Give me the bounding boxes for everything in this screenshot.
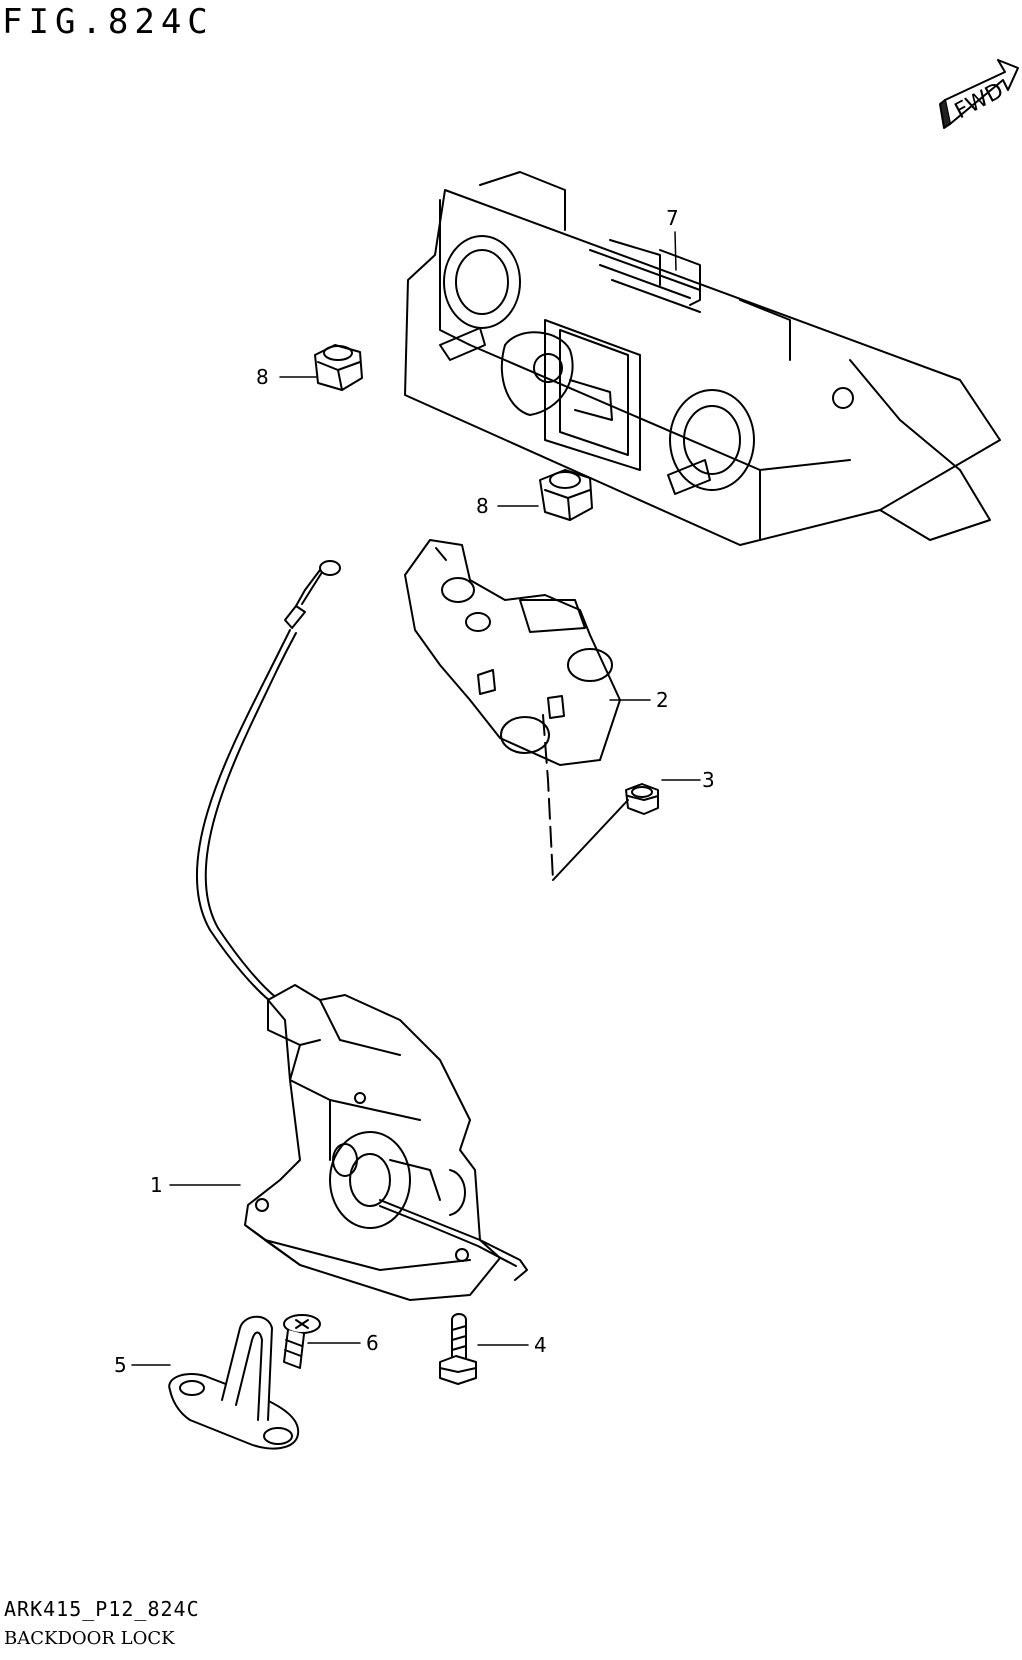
reference-lines [542, 714, 629, 881]
callout-6: 6 [366, 1331, 379, 1355]
callout-1: 1 [150, 1173, 163, 1197]
callout-5: 5 [114, 1353, 127, 1377]
leader-lines [131, 231, 701, 1366]
part-2-bracket [404, 539, 621, 766]
callout-2: 2 [656, 688, 669, 712]
part-5-striker [168, 1315, 300, 1450]
part-7-handle-assembly [404, 171, 1001, 546]
callout-8-lower: 8 [476, 494, 489, 518]
fwd-arrow-icon: FWD [939, 59, 1019, 129]
callout-4: 4 [534, 1333, 547, 1357]
part-3-nut [625, 783, 659, 815]
release-cable [195, 560, 341, 1006]
figure-title: FIG.824C [2, 2, 214, 42]
callout-8-upper: 8 [256, 365, 269, 389]
callout-7: 7 [666, 206, 679, 230]
diagram-caption: BACKDOOR LOCK [4, 1628, 175, 1649]
part-1-lock-actuator [244, 984, 528, 1301]
part-4-bolt [439, 1313, 477, 1385]
part-8-nut-upper [314, 344, 363, 391]
part-8-nut-lower [539, 469, 593, 521]
part-6-screw [283, 1314, 321, 1369]
callout-3: 3 [702, 768, 715, 792]
diagram-code: ARK415_P12_824C [4, 1597, 200, 1621]
